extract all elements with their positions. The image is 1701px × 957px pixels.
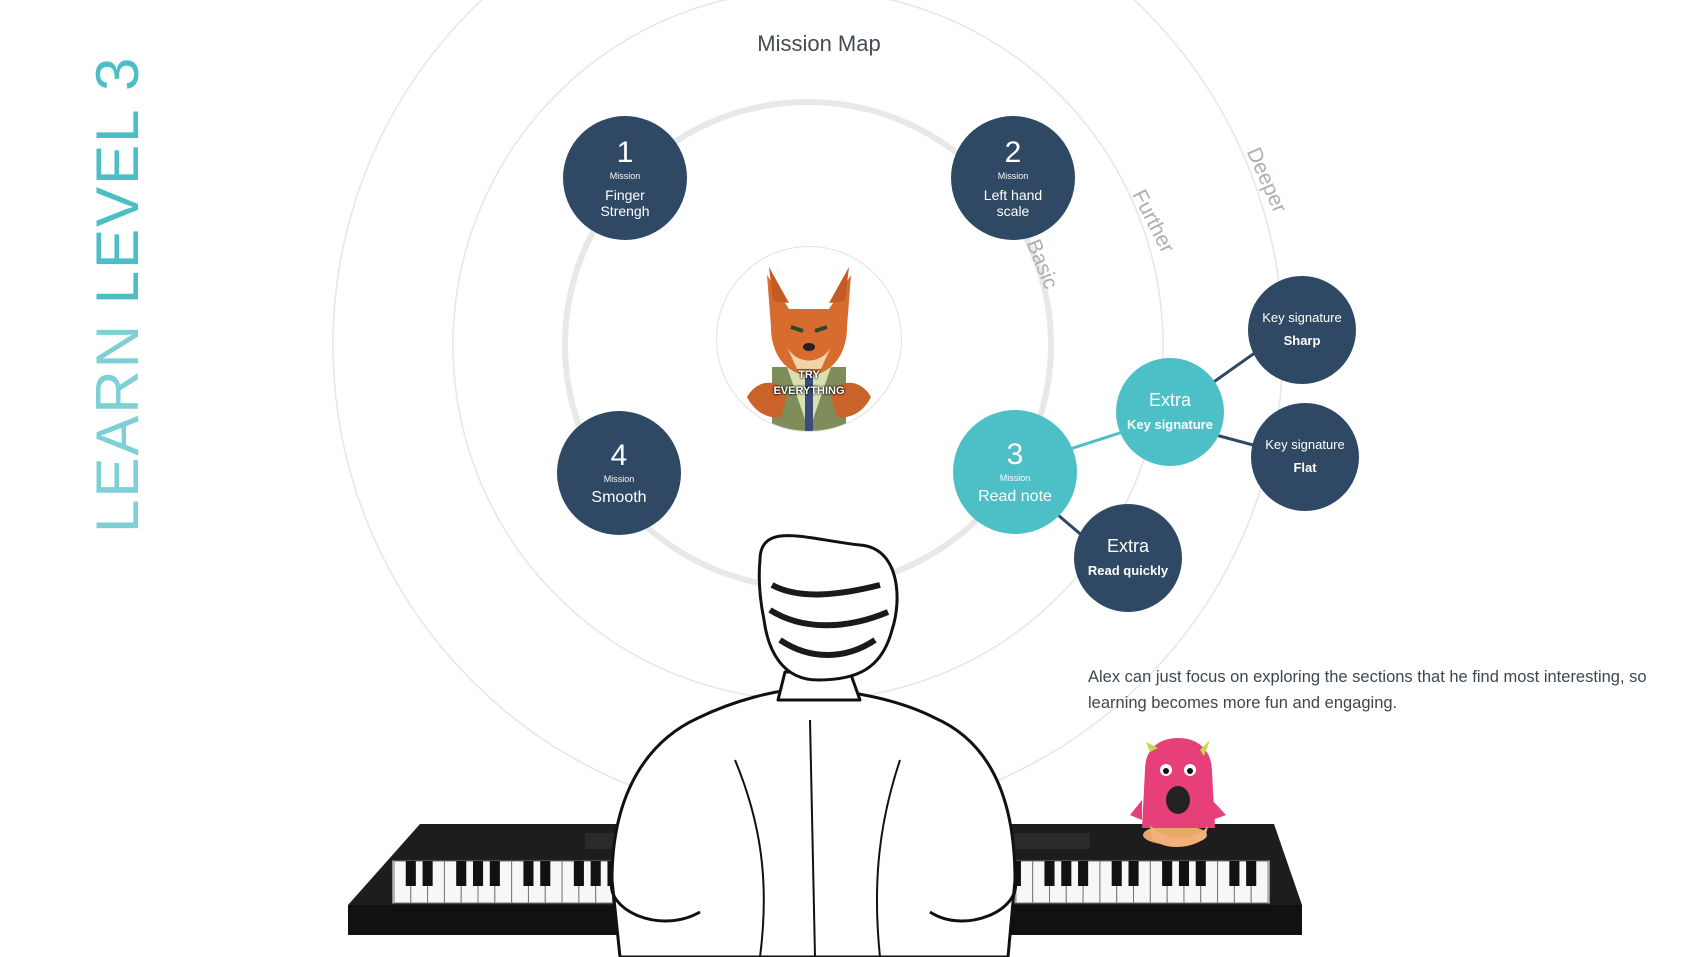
level-title-learn: LEARN <box>84 322 151 533</box>
extra-node-read-quickly[interactable]: Extra Read quickly <box>1074 504 1182 612</box>
black-key <box>1044 861 1055 886</box>
mission-1-sub: Mission <box>609 171 641 181</box>
black-key <box>1229 861 1240 886</box>
avatar-caption-line1: TRY <box>798 369 820 381</box>
extra-node-key-signature[interactable]: Extra Key signature <box>1116 358 1224 466</box>
black-key <box>1128 861 1139 886</box>
black-key <box>540 861 551 886</box>
mission-4-label: Smooth <box>591 489 647 506</box>
black-key <box>422 861 433 886</box>
extra-key-signature-label: Key signature <box>1127 417 1213 432</box>
mission-node-1[interactable]: 1 Mission Finger Strengh <box>563 116 687 240</box>
mission-4-number: 4 <box>610 439 628 472</box>
mission-1-number: 1 <box>616 136 634 169</box>
fox-icon <box>747 267 871 431</box>
extra-flat-title: Key signature <box>1265 437 1345 452</box>
black-key <box>1246 861 1257 886</box>
black-key <box>405 861 416 886</box>
black-key <box>472 861 484 886</box>
black-key <box>573 861 584 886</box>
black-key <box>456 861 467 886</box>
mission-node-4[interactable]: 4 Mission Smooth <box>557 411 681 535</box>
extra-node-sharp[interactable]: Key signature Sharp <box>1248 276 1356 384</box>
mission-2-number: 2 <box>1004 136 1022 169</box>
extra-flat-label: Flat <box>1293 460 1317 475</box>
mission-2-label: Left hand scale <box>983 187 1043 219</box>
mission-node-3[interactable]: 3 Mission Read note <box>953 410 1077 534</box>
extra-key-signature-title: Extra <box>1148 390 1191 410</box>
black-key <box>523 861 534 886</box>
mission-node-2[interactable]: 2 Mission Left hand scale <box>951 116 1075 240</box>
extra-sharp-label: Sharp <box>1283 333 1321 348</box>
map-title: Mission Map <box>757 31 881 56</box>
black-key <box>1178 861 1190 886</box>
mission-3-label: Read note <box>978 488 1052 505</box>
mission-3-number: 3 <box>1006 438 1024 471</box>
level-title-level: LEVEL 3 <box>84 55 151 305</box>
mission-1-label: Finger Strengh <box>600 187 650 219</box>
extra-node-flat[interactable]: Key signature Flat <box>1251 403 1359 511</box>
mission-2-sub: Mission <box>997 171 1029 181</box>
black-key <box>1078 861 1089 886</box>
extra-sharp-title: Key signature <box>1262 310 1342 325</box>
black-key <box>489 861 500 886</box>
black-key <box>590 861 601 886</box>
level-title: LEARN LEVEL 3 <box>84 56 151 533</box>
pianist-sketch <box>610 534 1017 957</box>
pink-monster-mascot <box>1130 738 1226 847</box>
black-key <box>1195 861 1206 886</box>
avatar-caption: TRY EVERYTHING <box>717 367 901 399</box>
fox-character-avatar[interactable]: TRY EVERYTHING <box>716 246 902 432</box>
extra-read-quickly-title: Extra <box>1106 536 1149 556</box>
mission-3-sub: Mission <box>999 473 1031 483</box>
black-key <box>1061 861 1072 886</box>
black-key <box>1162 861 1173 886</box>
extra-read-quickly-label: Read quickly <box>1087 563 1169 578</box>
mission-4-sub: Mission <box>603 474 635 484</box>
black-key <box>1111 861 1122 886</box>
description-caption: Alex can just focus on exploring the sec… <box>1088 668 1647 712</box>
avatar-caption-line2: EVERYTHING <box>773 385 845 397</box>
